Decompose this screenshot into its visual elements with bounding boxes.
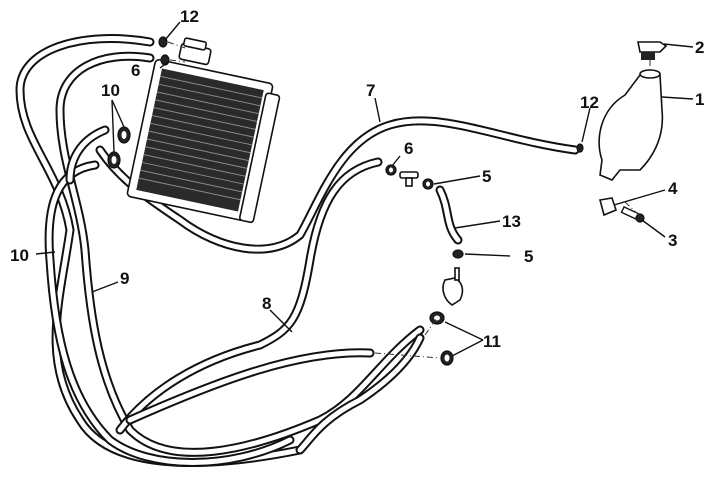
expansion-tank	[598, 69, 664, 181]
clamp-10-lower	[107, 151, 121, 169]
callout-8: 8	[262, 294, 271, 313]
clamp-10-right-lower	[440, 350, 454, 366]
tank-cap	[637, 41, 668, 60]
clamp-5-upper	[422, 178, 434, 190]
callout-5-upper: 5	[482, 167, 491, 186]
clamp-5-lower	[452, 249, 464, 259]
callout-4: 4	[668, 179, 678, 198]
hose-13	[435, 185, 463, 245]
callout-9: 9	[120, 269, 129, 288]
radiator-cap	[178, 37, 212, 66]
hose-left-lower	[44, 160, 295, 467]
hose-radiator-left	[65, 125, 110, 185]
radiator	[126, 58, 281, 224]
callout-12-radiator: 12	[180, 7, 199, 26]
callout-12-tank: 12	[580, 93, 599, 112]
callout-13: 13	[502, 212, 521, 231]
callout-10-lower-right: 11	[483, 332, 501, 351]
bolt	[620, 205, 645, 223]
hose-lower-straight	[125, 348, 375, 425]
alignment-lines	[167, 41, 651, 359]
callout-6-center: 6	[404, 139, 413, 158]
callout-5-lower: 5	[524, 247, 533, 266]
clamp-10-right-upper	[429, 311, 445, 325]
clamp-12-tank	[576, 143, 584, 153]
callout-11: 10	[10, 246, 29, 265]
callout-3: 3	[668, 231, 677, 250]
callout-6-radiator: 6	[131, 61, 140, 80]
callout-10-radiator: 10	[101, 81, 120, 100]
callout-2: 2	[695, 38, 704, 57]
tank-bracket	[599, 197, 617, 217]
callout-7: 7	[366, 81, 375, 100]
clamp-6-center	[385, 164, 397, 176]
callout-1: 1	[695, 90, 704, 109]
t-fitting	[399, 171, 419, 187]
thermostat-housing	[442, 267, 464, 306]
lower-right-hose	[295, 333, 425, 455]
hose-9	[55, 51, 425, 457]
hose-7	[95, 116, 580, 254]
hose-8	[115, 157, 383, 435]
clamp-10-upper	[117, 126, 131, 144]
leader-lines	[35, 21, 694, 357]
